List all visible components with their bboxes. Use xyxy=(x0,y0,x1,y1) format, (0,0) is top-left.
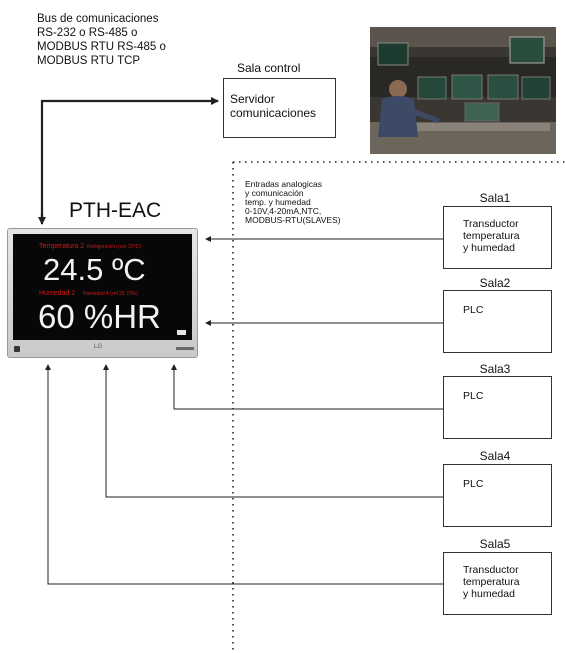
monitor-button-icon xyxy=(14,346,20,352)
screen-sublabel-2: Humedad A (ref 25 70%) xyxy=(83,291,138,297)
sala1-device-line-1: Transductor xyxy=(463,218,519,230)
inputs-note-line-3: temp. y humedad xyxy=(245,197,311,207)
sala3-device-line-1: PLC xyxy=(463,390,484,402)
bus-text-line-2: RS-232 o RS-485 o xyxy=(37,27,138,39)
control-room-photo-art xyxy=(370,27,556,154)
inputs-note-line-4: 0-10V,4-20mA,NTC, xyxy=(245,206,322,216)
wire-sala4 xyxy=(103,364,443,498)
sala2-device-line-1: PLC xyxy=(463,304,484,316)
sala5-label: Sala5 xyxy=(479,537,511,551)
sala1-device-line-3: y humedad xyxy=(463,242,515,254)
bus-text-line-4: MODBUS RTU TCP xyxy=(37,55,141,67)
sala5-device-line-3: y humedad xyxy=(463,588,515,600)
control-room-photo xyxy=(370,27,556,154)
screen-label-1: Temperatura 2 xyxy=(39,243,85,250)
server-label-line-1: Servidor xyxy=(230,92,275,106)
bus-text-line-1: Bus de comunicaciones xyxy=(37,13,159,25)
sala4-device-box: PLC xyxy=(443,464,552,527)
inputs-note-line-5: MODBUS-RTU(SLAVES) xyxy=(245,215,341,225)
sala4-label: Sala4 xyxy=(479,449,511,463)
bus-link xyxy=(40,97,219,222)
device-title: PTH-EAC xyxy=(69,199,162,222)
sala1-device-line-2: temperatura xyxy=(463,230,520,242)
screen-corner-badge xyxy=(177,330,186,335)
server-box: Servidor comunicaciones xyxy=(223,78,336,138)
server-label-line-2: comunicaciones xyxy=(230,106,317,120)
monitor-controls-icon xyxy=(176,347,194,350)
screen-label-2: Humedad 2 xyxy=(39,290,76,297)
screen-sublabel-1: Refrigeración (ver 23°C) xyxy=(87,244,141,250)
monitor-screen: Temperatura 2 Refrigeración (ver 23°C) 2… xyxy=(13,234,192,340)
inputs-note-line-1: Entradas analogicas xyxy=(245,179,323,189)
wire-sala5 xyxy=(45,364,443,585)
sala5-device-line-2: temperatura xyxy=(463,576,520,588)
screen-temperature-value: 24.5 ºC xyxy=(43,252,146,287)
inputs-note-line-2: y comunicación xyxy=(245,188,304,198)
sala3-device-box: PLC xyxy=(443,376,552,439)
sala1-label: Sala1 xyxy=(479,191,511,205)
sala4-device-line-1: PLC xyxy=(463,478,484,490)
control-room-title: Sala control xyxy=(237,61,301,75)
pth-eac-monitor: Temperatura 2 Refrigeración (ver 23°C) 2… xyxy=(7,228,198,358)
sala5-device-box: Transductor temperatura y humedad xyxy=(443,552,552,615)
sala1-device-box: Transductor temperatura y humedad xyxy=(443,206,552,269)
monitor-brand-logo: LG xyxy=(94,344,103,350)
sala3-label: Sala3 xyxy=(479,362,511,376)
sala5-device-line-1: Transductor xyxy=(463,564,519,576)
sala2-label: Sala2 xyxy=(479,276,511,290)
sala2-device-box: PLC xyxy=(443,290,552,353)
screen-humidity-value: 60 %HR xyxy=(38,298,161,335)
bus-text-line-3: MODBUS RTU RS-485 o xyxy=(37,41,166,53)
wire-sala3 xyxy=(171,364,443,410)
